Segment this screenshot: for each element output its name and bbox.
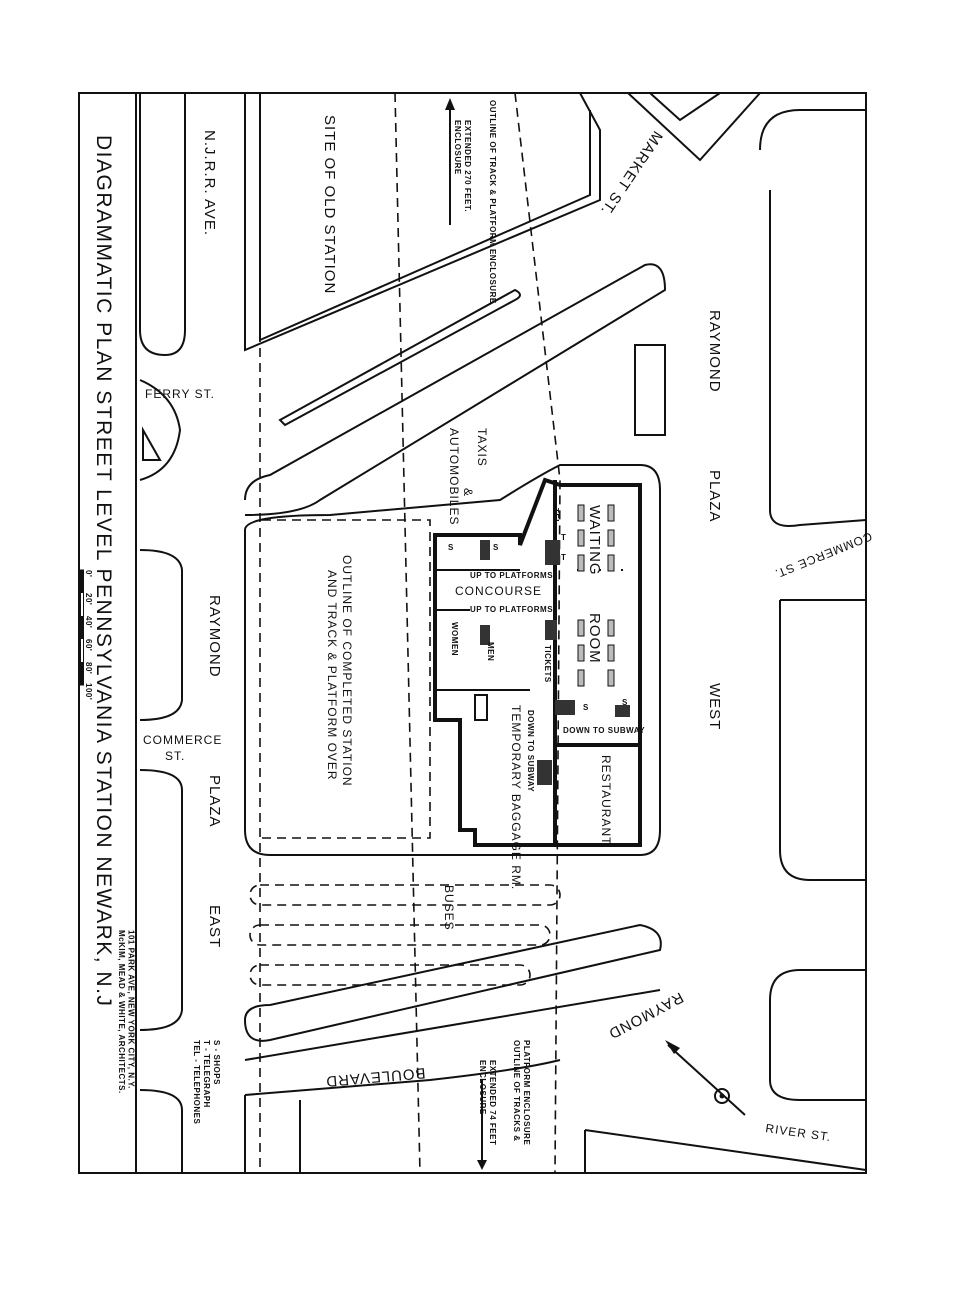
room-shop: S	[622, 698, 628, 707]
street-east: EAST	[206, 905, 223, 948]
room-waiting: WAITING	[586, 505, 603, 576]
scale-tick: 20'	[84, 593, 93, 605]
scale-tick: 60'	[84, 639, 93, 651]
label-automobiles: AUTOMOBILES	[447, 428, 461, 525]
room-shop: S	[493, 543, 499, 552]
architects: McKIM, MEAD & WHITE, ARCHITECTS.	[117, 930, 126, 1094]
note-completed-station-2: AND TRACK & PLATFORM OVER	[325, 570, 339, 781]
label-up-to-platforms: UP TO PLATFORMS	[470, 605, 553, 614]
street-ferry-st: FERRY ST.	[145, 387, 215, 401]
waiting-room-benches	[577, 504, 615, 687]
street-west: WEST	[706, 683, 723, 730]
room-tickets: TICKETS	[543, 645, 552, 683]
room-concourse: CONCOURSE	[455, 584, 542, 598]
note-enclosure-top: ENCLOSURE	[453, 120, 462, 175]
street-curbs	[139, 92, 867, 1174]
frame	[78, 92, 867, 1174]
street-st-left: ST.	[165, 749, 185, 763]
legend: TEL - TELEPHONES T - TELEGRAPH S - SHOPS	[192, 1040, 221, 1124]
room-telegraph: T	[561, 533, 566, 542]
note-outline-bottom: OUTLINE OF TRACKS &	[512, 1040, 521, 1142]
label-amp: &	[461, 488, 475, 497]
street-commerce-left: COMMERCE	[143, 733, 222, 747]
street-boulevard: BOULEVARD	[325, 1064, 427, 1090]
street-commerce-st-right: COMMERCE ST.	[772, 529, 874, 581]
note-outline-bottom-2: PLATFORM ENCLOSURE	[522, 1040, 531, 1145]
track-enclosure-outline	[259, 92, 561, 1174]
street-raymond-left: RAYMOND	[206, 595, 223, 678]
room-restaurant: RESTAURANT	[599, 755, 613, 845]
plan-title: DIAGRAMMATIC PLAN STREET LEVEL PENNSYLVA…	[92, 135, 115, 1007]
street-plaza-west: PLAZA	[706, 470, 723, 523]
street-market-st: MARKET ST.	[597, 128, 666, 219]
note-enclosure-bottom: ENCLOSURE	[478, 1060, 487, 1115]
street-river-st: RIVER ST.	[765, 1121, 833, 1144]
label-buses: BUSES	[442, 885, 456, 931]
scale-tick: 100'	[84, 683, 93, 700]
note-outline-top: OUTLINE OF TRACK & PLATFORM ENCLOSURE	[488, 100, 497, 304]
room-shop: S	[583, 703, 589, 712]
room-temporary-baggage: TEMPORARY BAGGAGE RM.	[509, 705, 523, 890]
scale-tick: 0'	[84, 570, 93, 577]
legend-item: TEL - TELEPHONES	[192, 1040, 201, 1124]
note-completed-station: OUTLINE OF COMPLETED STATION	[340, 555, 354, 787]
room-shop: S	[448, 543, 454, 552]
site-old-station-label: SITE OF OLD STATION	[321, 115, 338, 294]
scale-tick: 40'	[84, 616, 93, 628]
street-plaza-east: PLAZA	[206, 775, 223, 828]
note-enclosure-top-extended: EXTENDED 270 FEET.	[463, 120, 472, 212]
label-down-to-subway: DOWN TO SUBWAY	[526, 710, 535, 792]
legend-item: T - TELEGRAPH	[202, 1040, 211, 1108]
bus-lanes	[249, 884, 561, 986]
street-njrr-ave: N.J.R.R. AVE.	[201, 130, 218, 236]
note-enclosure-bottom-extended: EXTENDED 74 FEET	[488, 1060, 497, 1145]
scale-bar: 0' 20' 40' 60' 80' 100'	[80, 569, 93, 700]
scale-tick: 80'	[84, 662, 93, 674]
room-tel: TEL	[551, 508, 560, 525]
street-raymond-plaza-west: RAYMOND	[706, 310, 723, 393]
label-down-to-subway: DOWN TO SUBWAY	[563, 726, 645, 735]
station-building	[433, 477, 642, 847]
room-women: WOMEN	[450, 622, 459, 656]
north-arrow-icon	[665, 1040, 746, 1116]
room-telegraph: T	[561, 553, 566, 562]
legend-item: S - SHOPS	[212, 1040, 221, 1085]
room-men: MEN	[486, 642, 495, 661]
room-room: ROOM	[586, 613, 603, 664]
label-taxis: TAXIS	[475, 428, 489, 467]
label-up-to-platforms: UP TO PLATFORMS	[470, 571, 553, 580]
architects-address: 101 PARK AVE, NEW YORK CITY, N.Y.	[127, 930, 136, 1089]
